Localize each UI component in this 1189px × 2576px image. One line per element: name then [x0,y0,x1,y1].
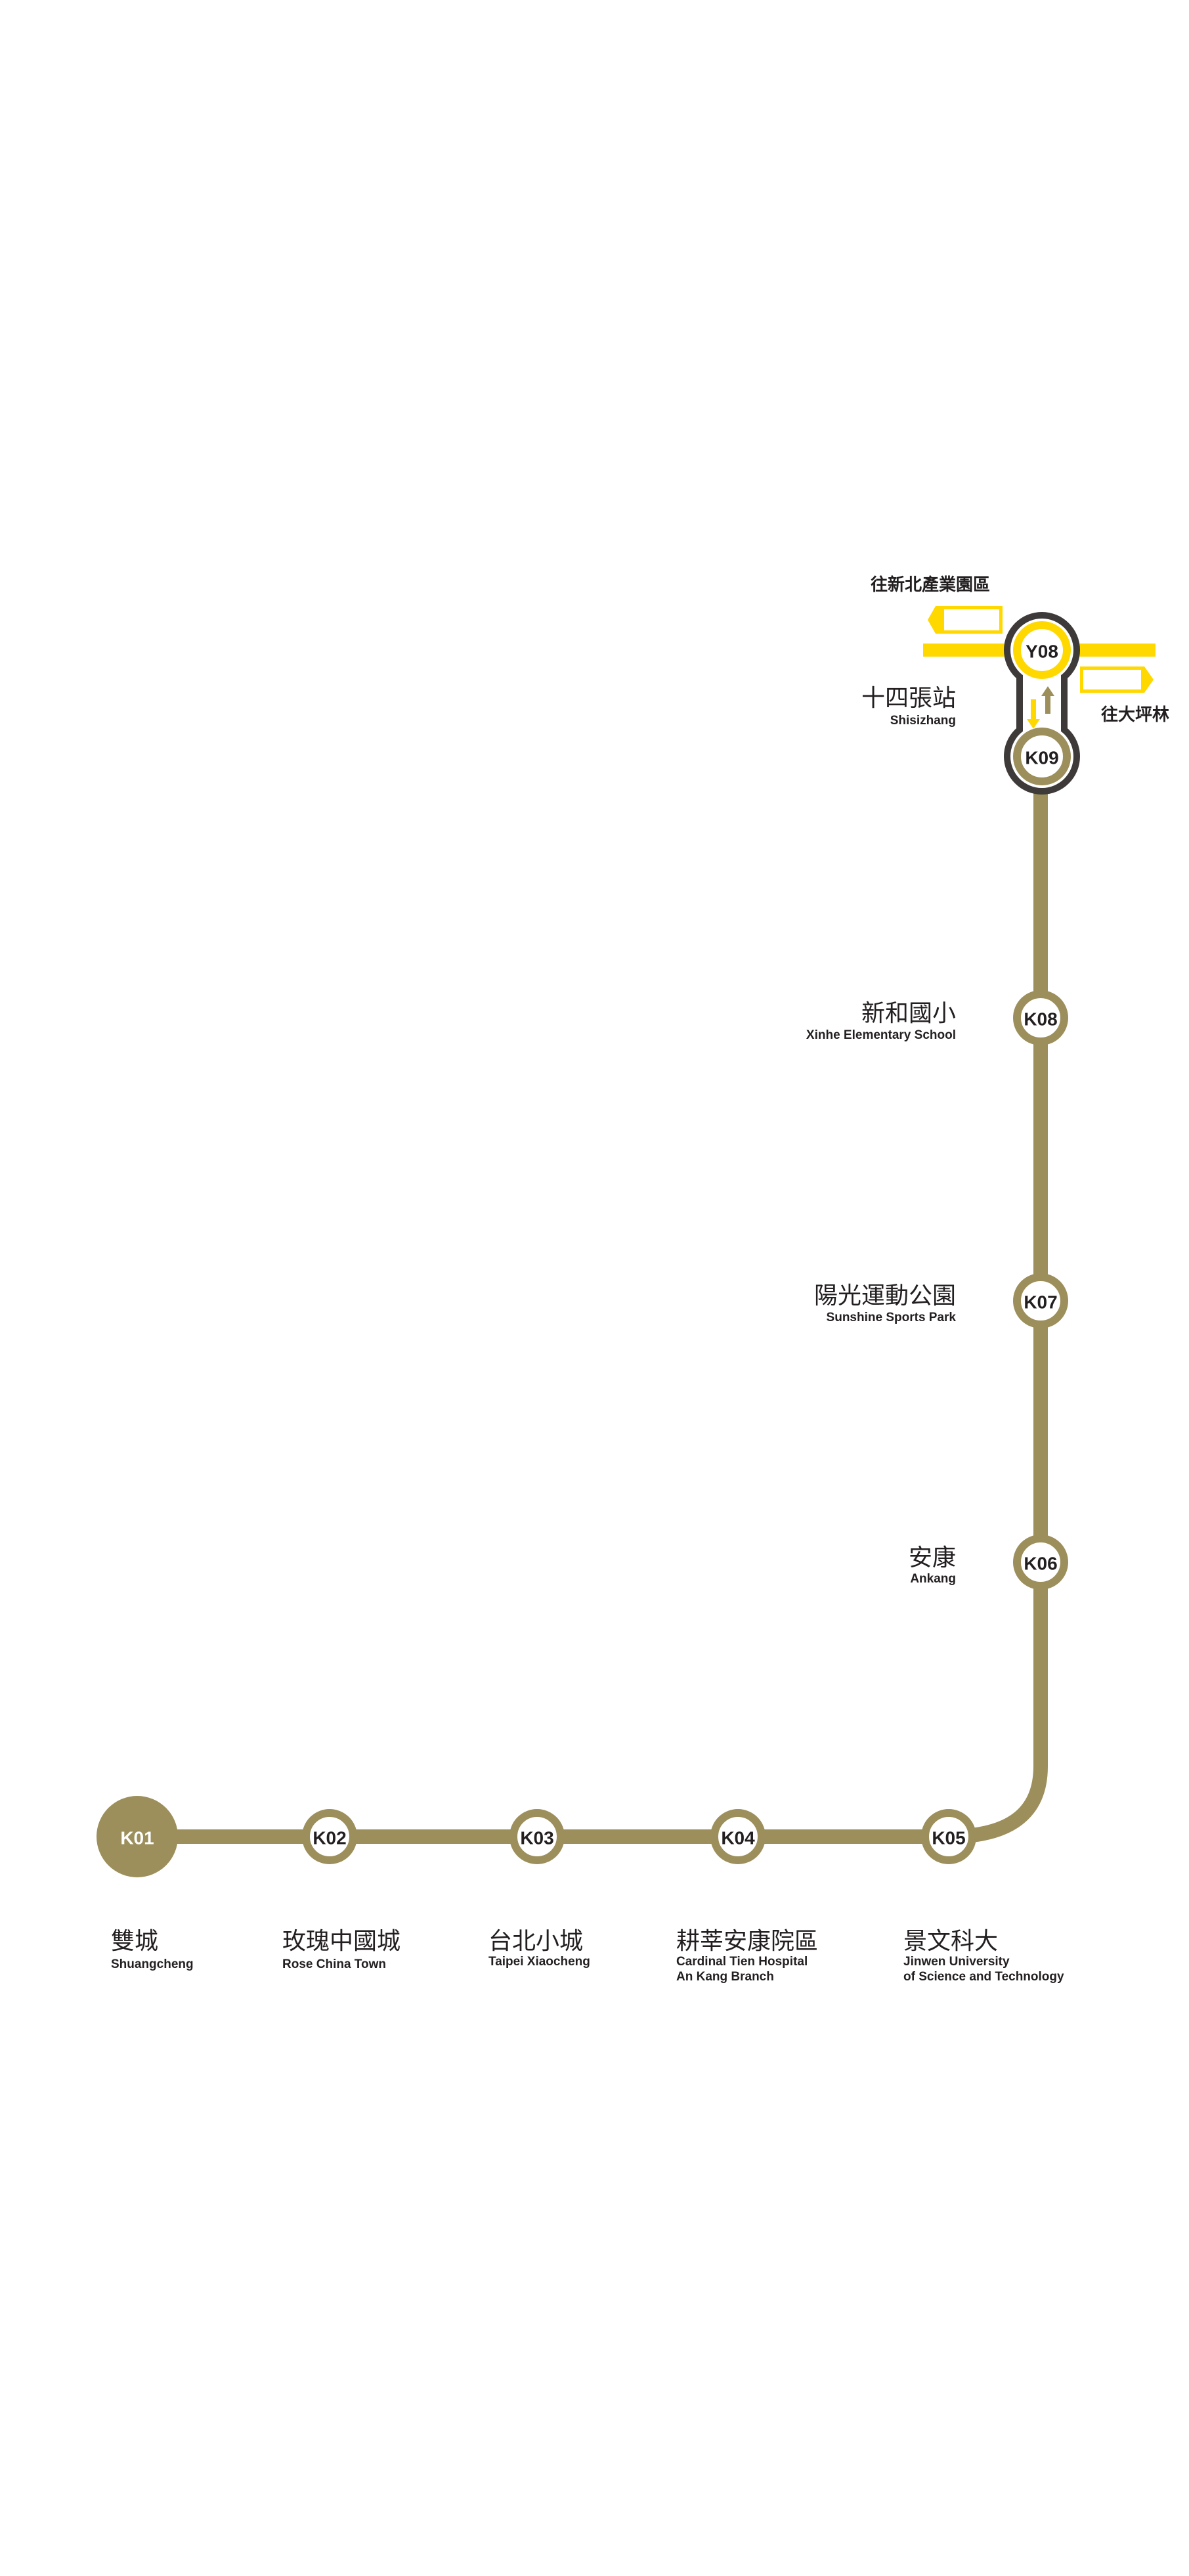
station-K01[interactable]: K01 雙城 Shuangcheng [97,1796,194,1971]
svg-text:K04: K04 [721,1828,755,1848]
svg-text:雙城: 雙城 [111,1928,158,1955]
direction-label-right: 往大坪林 [1101,705,1169,725]
svg-text:Shisizhang: Shisizhang [890,714,956,728]
svg-text:Jinwen University: Jinwen University [903,1955,1010,1969]
svg-text:K03: K03 [520,1828,553,1848]
svg-text:Xinhe Elementary School: Xinhe Elementary School [806,1028,956,1042]
svg-text:An Kang Branch: An Kang Branch [676,1970,774,1984]
svg-text:陽光運動公園: 陽光運動公園 [814,1282,956,1309]
svg-text:Taipei Xiaocheng: Taipei Xiaocheng [488,1955,590,1969]
station-Y08[interactable]: Y08 [1013,621,1071,679]
svg-text:耕莘安康院區: 耕莘安康院區 [676,1928,818,1955]
svg-text:Ankang: Ankang [910,1572,956,1586]
station-K04[interactable]: K04 耕莘安康院區 Cardinal Tien Hospital An Kan… [676,1809,818,1984]
direction-arrow-left [928,606,1003,634]
svg-text:新和國小: 新和國小 [861,1000,956,1027]
svg-text:Y08: Y08 [1026,642,1058,662]
station-K03[interactable]: K03 台北小城 Taipei Xiaocheng [488,1809,590,1969]
svg-text:台北小城: 台北小城 [488,1928,583,1955]
svg-text:K08: K08 [1024,1009,1057,1030]
svg-text:Sunshine Sports Park: Sunshine Sports Park [827,1311,957,1324]
svg-text:Cardinal Tien Hospital: Cardinal Tien Hospital [676,1955,808,1969]
svg-text:K09: K09 [1025,748,1058,768]
station-K02[interactable]: K02 玫瑰中國城 Rose China Town [282,1809,400,1971]
svg-text:玫瑰中國城: 玫瑰中國城 [282,1928,400,1955]
svg-text:Shuangcheng: Shuangcheng [111,1957,194,1971]
svg-text:of Science and Technology: of Science and Technology [903,1970,1064,1984]
svg-text:K06: K06 [1024,1554,1057,1574]
svg-text:K02: K02 [313,1828,346,1848]
station-K06[interactable]: K06 安康 Ankang [909,1535,1068,1590]
svg-text:K05: K05 [932,1828,965,1848]
direction-label-left: 往新北產業園區 [871,575,990,595]
svg-text:十四張站: 十四張站 [861,685,956,712]
transfer-arrows-icon [1027,686,1054,729]
svg-text:K07: K07 [1024,1292,1057,1313]
svg-text:景文科大: 景文科大 [903,1928,998,1955]
station-K09[interactable]: K09 十四張站 Shisizhang [861,685,1071,785]
direction-arrow-right [1080,666,1154,693]
station-K05[interactable]: K05 景文科大 Jinwen University of Science an… [903,1809,1064,1984]
svg-text:安康: 安康 [909,1544,956,1571]
svg-text:K01: K01 [120,1828,154,1848]
svg-text:Rose China Town: Rose China Town [282,1957,386,1971]
station-K08[interactable]: K08 新和國小 Xinhe Elementary School [806,990,1068,1045]
station-K07[interactable]: K07 陽光運動公園 Sunshine Sports Park [814,1273,1068,1328]
